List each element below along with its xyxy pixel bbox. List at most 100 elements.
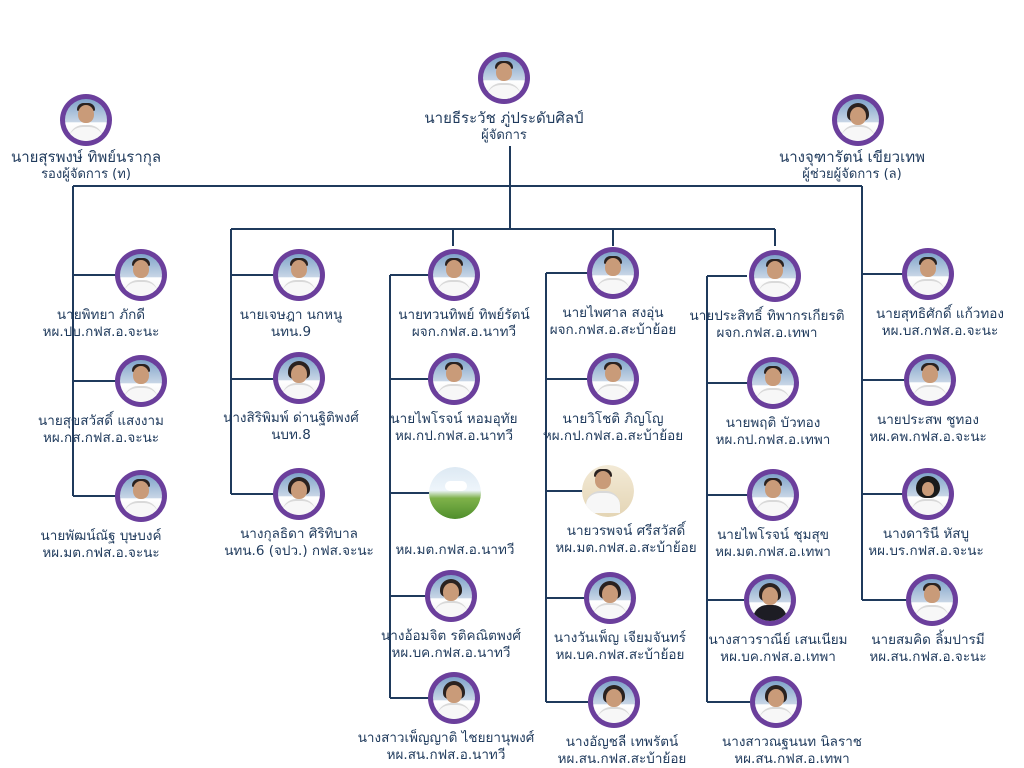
member-name: นายสมคิด ลิ้มปารมี [871,632,985,648]
member-name: นางสาวณฐนนท นิลราช [722,734,862,750]
member-name: นายเจษฎา นกหนู [239,307,343,323]
col3-member-2-avatar [428,353,480,405]
member-position: หผ.บค.กฟส.สะบ้าย้อย [555,647,685,663]
col4-member-4-label: นางวันเพ็ญ เจียมจันทร์หผ.บค.กฟส.สะบ้าย้อ… [530,630,710,664]
member-name: นายสุทธิศักดิ์ แก้วทอง [876,306,1004,322]
col3-member-3-label: หผ.มต.กฟส.อ.นาทวี [365,525,545,559]
member-name: นางอัญชลี เทพรัตน์ [565,734,679,750]
col5-member-5-avatar [750,676,802,728]
member-position: หผ.บค.กฟส.อ.นาทวี [391,645,511,661]
col5-member-5-label: นางสาวณฐนนท นิลราชหผ.สน.กฟส.อ.เทพา [702,734,882,768]
member-name [365,525,545,542]
deputy-name: นายสุรพงษ์ ทิพย์นรากุล [10,148,162,166]
col4-member-1-avatar [587,247,639,299]
col3-member-3-avatar [429,467,481,519]
col3-member-4-avatar [425,570,477,622]
assistant-name: นางจุฑารัตน์ เขียวเทพ [779,148,925,166]
col2-member-2-avatar [273,352,325,404]
col6-member-3-avatar [902,468,954,520]
member-position: หผ.บค.กฟส.อ.เทพา [720,649,836,665]
member-position: หผ.สน.กฟส.อ.นาทวี [386,747,506,763]
col2-member-1-label: นายเจษฎา นกหนูนทน.9 [201,307,381,341]
member-name: นางสิริพิมพ์ ด่านฐิติพงศ์ [223,410,359,426]
member-position: หผ.กป.กฟส.อ.สะบ้าย้อย [542,428,684,444]
assistant-label: นางจุฑารัตน์ เขียวเทพ ผู้ช่วยผู้จัดการ (… [762,149,942,183]
col5-member-2-label: นายพฤติ บัวทองหผ.กป.กฟส.อ.เทพา [683,415,863,449]
member-position: หผ.กส.กฟส.อ.จะนะ [42,430,160,446]
col4-member-1-label: นายไพศาล สงอุ่นผจก.กฟส.อ.สะบ้าย้อย [523,305,703,339]
member-name: นายสุขสวัสดิ์ แสงงาม [38,413,164,429]
member-position: ผจก.กฟส.อ.เทพา [716,325,818,341]
member-name: นายประสพ ชูทอง [877,412,979,428]
col1-member-3-avatar [115,470,167,522]
assistant-position: ผู้ช่วยผู้จัดการ (ล) [802,167,902,182]
director-label: นายธีระวัช ภู่ประดับศิลป์ ผู้จัดการ [414,110,594,144]
member-position: หผ.มต.กฟส.อ.สะบ้าย้อย [555,540,697,556]
member-position: นทน.9 [270,324,312,340]
member-position: นบท.8 [271,427,311,443]
member-position: หผ.มต.กฟส.อ.นาทวี [395,542,515,558]
col1-member-2-label: นายสุขสวัสดิ์ แสงงามหผ.กส.กฟส.อ.จะนะ [11,413,191,447]
member-position: หผ.สน.กฟส.อ.จะนะ [869,649,987,665]
member-name: นางกุลธิดา ศิริทิบาล [240,526,358,542]
deputy-label: นายสุรพงษ์ ทิพย์นรากุล รองผู้จัดการ (ท) [0,149,172,183]
director-avatar [478,52,530,104]
member-position: หผ.คพ.กฟส.อ.จะนะ [869,429,987,445]
col2-member-2-label: นางสิริพิมพ์ ด่านฐิติพงศ์นบท.8 [201,410,381,444]
member-position: หผ.บร.กฟส.อ.จะนะ [868,543,984,559]
col3-member-1-avatar [428,249,480,301]
col2-member-3-label: นางกุลธิดา ศิริทิบาลนทน.6 (จปว.) กฟส.จะน… [209,526,389,560]
member-name: นายไพโรจน์ หอมอุทัย [390,411,518,427]
director-name: นายธีระวัช ภู่ประดับศิลป์ [424,109,584,127]
col5-member-3-label: นายไพโรจน์ ชุมสุขหผ.มต.กฟส.อ.เทพา [683,527,863,561]
member-position: หผ.มต.กฟส.อ.เทพา [715,544,831,560]
col6-member-1-avatar [902,248,954,300]
col5-member-1-avatar [749,250,801,302]
col6-member-2-avatar [904,354,956,406]
member-name: นางอ้อมจิต รติคณิตพงศ์ [381,628,521,644]
col6-member-2-label: นายประสพ ชูทองหผ.คพ.กฟส.อ.จะนะ [838,412,1018,446]
member-name: นายไพโรจน์ ชุมสุข [717,527,829,543]
member-name: นายพฤติ บัวทอง [725,415,821,431]
member-name: นางดารินี หัสบู [882,526,970,542]
deputy-position: รองผู้จัดการ (ท) [41,167,131,182]
col6-member-1-label: นายสุทธิศักดิ์ แก้วทองหผ.บส.กฟส.อ.จะนะ [850,306,1024,340]
member-position: ผจก.กฟส.อ.สะบ้าย้อย [549,322,677,338]
member-position: หผ.สน.กฟส.สะบ้าย้อย [557,751,687,767]
member-name: นางสาวเพ็ญญาติ ไชยยานุพงศ์ [357,730,535,746]
member-name: นายพิทยา ภักดี [56,307,146,323]
member-name: นางสาวราณีย์ เสนเนียม [708,632,848,648]
col2-member-1-avatar [273,249,325,301]
col3-member-5-label: นางสาวเพ็ญญาติ ไชยยานุพงศ์หผ.สน.กฟส.อ.นา… [356,730,536,764]
member-position: หผ.บส.กฟส.อ.จะนะ [881,323,999,339]
member-position: หผ.ปบ.กฟส.อ.จะนะ [42,324,160,340]
col4-member-2-label: นายวิโชติ ภิญโญหผ.กป.กฟส.อ.สะบ้าย้อย [523,411,703,445]
member-name: นายพัฒน์ณัฐ บุษบงค์ [40,528,162,544]
member-name: นายทวนทิพย์ ทิพย์รัตน์ [398,307,530,323]
col5-member-2-avatar [747,357,799,409]
col5-member-4-label: นางสาวราณีย์ เสนเนียมหผ.บค.กฟส.อ.เทพา [688,632,868,666]
col3-member-4-label: นางอ้อมจิต รติคณิตพงศ์หผ.บค.กฟส.อ.นาทวี [361,628,541,662]
col6-member-4-avatar [906,574,958,626]
director-position: ผู้จัดการ [481,128,527,143]
connectors [72,146,908,703]
col3-member-5-avatar [428,672,480,724]
member-position: นทน.6 (จปว.) กฟส.จะนะ [224,543,374,559]
member-name: นายประสิทธิ์ ทิพากรเกียรติ [689,308,845,324]
col4-member-5-avatar [588,676,640,728]
col2-member-3-avatar [273,468,325,520]
deputy-avatar [60,94,112,146]
col4-member-5-label: นางอัญชลี เทพรัตน์หผ.สน.กฟส.สะบ้าย้อย [532,734,712,768]
member-position: หผ.กป.กฟส.อ.นาทวี [394,428,514,444]
col6-member-3-label: นางดารินี หัสบูหผ.บร.กฟส.อ.จะนะ [836,526,1016,560]
member-position: ผจก.กฟส.อ.นาทวี [411,324,517,340]
col1-member-3-label: นายพัฒน์ณัฐ บุษบงค์หผ.มต.กฟส.อ.จะนะ [11,528,191,562]
member-name: นายไพศาล สงอุ่น [562,305,664,321]
col3-member-1-label: นายทวนทิพย์ ทิพย์รัตน์ผจก.กฟส.อ.นาทวี [374,307,554,341]
member-position: หผ.สน.กฟส.อ.เทพา [734,751,850,767]
col6-member-4-label: นายสมคิด ลิ้มปารมีหผ.สน.กฟส.อ.จะนะ [838,632,1018,666]
col1-member-2-avatar [115,355,167,407]
col4-member-3-avatar [582,465,634,517]
member-name: นายวิโชติ ภิญโญ [562,411,664,427]
